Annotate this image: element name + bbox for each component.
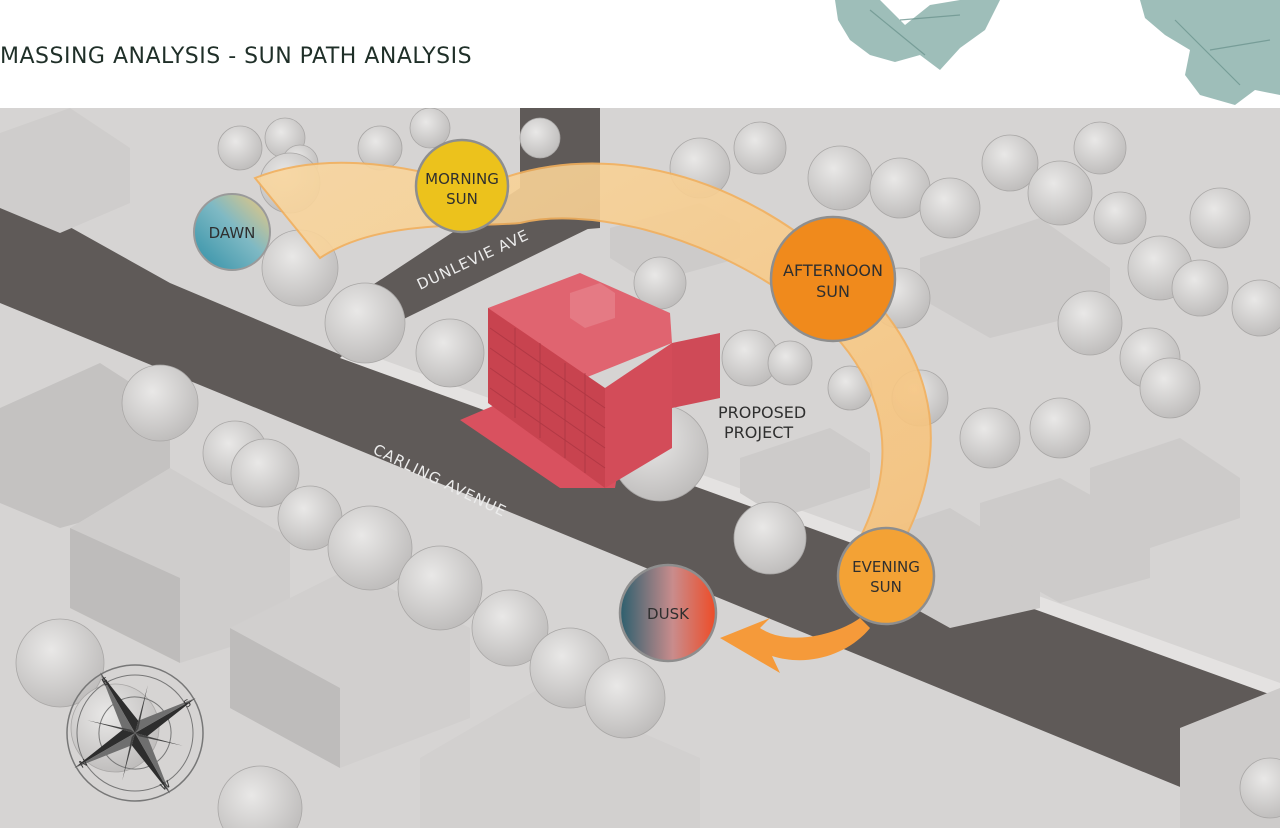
compass-mark-w: W [159,779,173,794]
site-diagram: DUNLEVIE AVE CARLING AVENUE PROPOSED PRO… [0,108,1280,828]
afternoon-label-line2: SUN [816,282,850,301]
dusk-arrow [720,618,870,673]
leaf-decoration [835,0,1280,105]
dunlevie-avenue-road [330,108,600,333]
dawn-label: DAWN [209,224,256,242]
morning-label-line2: SUN [446,190,478,208]
carling-avenue-road [0,188,1280,828]
evening-label-line1: EVENING [852,558,920,576]
evening-label-line2: SUN [870,578,902,596]
compass-rose-icon: E S W N [66,664,204,802]
dawn-marker: DAWN [193,193,271,271]
evening-sun-marker: EVENING SUN [836,526,936,626]
afternoon-label-line1: AFTERNOON [783,261,883,280]
morning-label-line1: MORNING [425,170,499,188]
dusk-marker: DUSK [618,563,718,663]
proposed-building [460,273,720,488]
dusk-label: DUSK [647,605,690,623]
compass-mark-e: E [100,676,111,689]
header: MASSING ANALYSIS - SUN PATH ANALYSIS [0,0,1280,108]
afternoon-sun-marker: AFTERNOON SUN [769,215,897,343]
morning-sun-marker: MORNING SUN [414,138,510,234]
compass-mark-s: S [182,698,193,711]
proposed-label-line1: PROPOSED [718,403,806,422]
proposed-label-line2: PROJECT [724,423,793,442]
compass-mark-n: N [78,758,90,771]
page-title: MASSING ANALYSIS - SUN PATH ANALYSIS [0,44,473,69]
